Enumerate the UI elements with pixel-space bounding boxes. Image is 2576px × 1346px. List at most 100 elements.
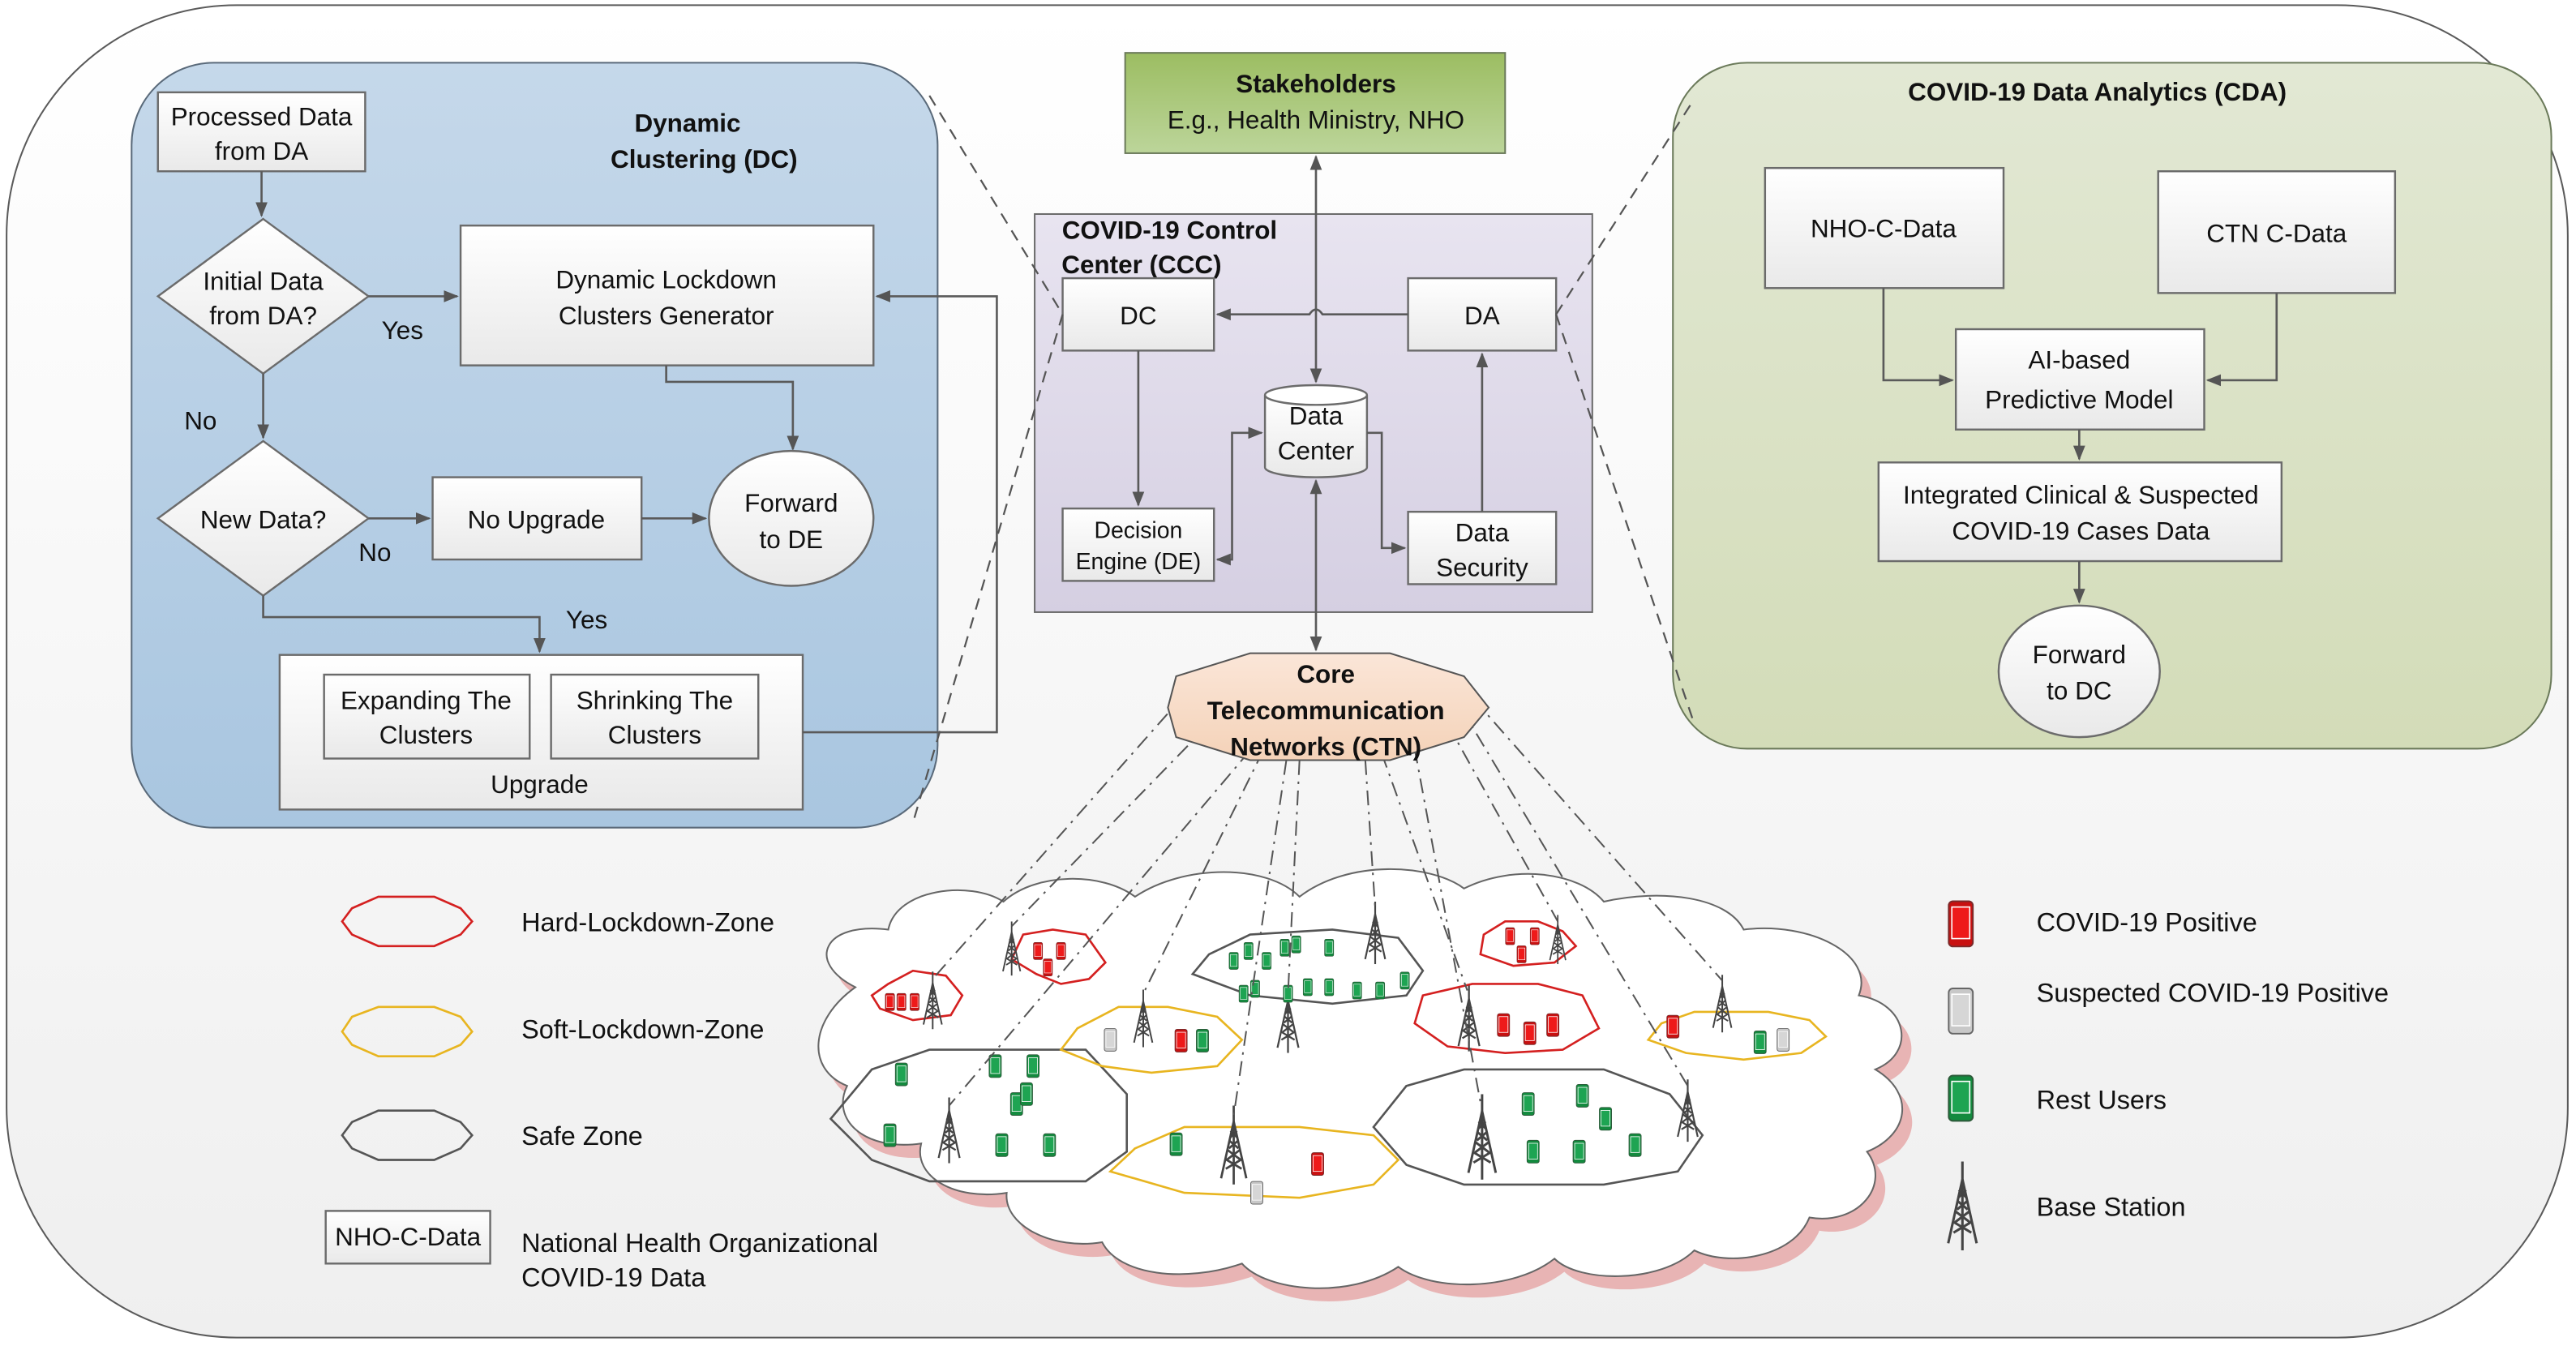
hard-zone-4 bbox=[1413, 983, 1601, 1054]
data-security-box: Data Security bbox=[1407, 510, 1558, 585]
covid-positive-phone bbox=[1516, 945, 1527, 963]
ctn-octagon: Core Telecommunication Networks (CTN) bbox=[1167, 652, 1490, 761]
svg-text:NHO-C-Data: NHO-C-Data bbox=[335, 1223, 481, 1251]
rest-user-phone bbox=[1302, 978, 1313, 997]
rest-user-phone bbox=[1291, 935, 1301, 954]
yes-label-2: Yes bbox=[566, 606, 607, 634]
svg-text:Center: Center bbox=[1278, 436, 1354, 465]
covid-positive-phone bbox=[1546, 1013, 1560, 1037]
rest-user-phone bbox=[1196, 1028, 1209, 1052]
svg-text:Processed Data: Processed Data bbox=[171, 102, 353, 131]
svg-text:AI-based: AI-based bbox=[2028, 346, 2130, 375]
covid-positive-phone bbox=[909, 992, 919, 1011]
svg-text:Core: Core bbox=[1297, 660, 1355, 688]
decision-engine-box: Decision Engine (DE) bbox=[1061, 507, 1215, 582]
svg-text:Networks (CTN): Networks (CTN) bbox=[1230, 732, 1421, 761]
no-label-1: No bbox=[184, 407, 216, 435]
svg-text:Upgrade: Upgrade bbox=[491, 770, 589, 799]
forward-to-de-terminal: Forward to DE bbox=[708, 449, 875, 587]
svg-text:Initial Data: Initial Data bbox=[203, 267, 324, 295]
new-data-decision: New Data? bbox=[156, 439, 371, 598]
legend-rest-users: Rest Users bbox=[1948, 1074, 2167, 1122]
svg-text:Hard-Lockdown-Zone: Hard-Lockdown-Zone bbox=[521, 908, 774, 937]
ccc-dc-box: DC bbox=[1061, 276, 1215, 352]
legend-suspected: Suspected COVID-19 Positive bbox=[1948, 979, 2389, 1035]
suspected-phone bbox=[1249, 1181, 1263, 1205]
svg-text:COVID-19 Control: COVID-19 Control bbox=[1062, 216, 1277, 244]
svg-text:Predictive Model: Predictive Model bbox=[1985, 385, 2173, 414]
rest-user-phone bbox=[1575, 1083, 1589, 1108]
rest-user-phone bbox=[995, 1133, 1009, 1157]
svg-text:Telecommunication: Telecommunication bbox=[1207, 697, 1445, 725]
svg-text:Data: Data bbox=[1289, 402, 1344, 431]
covid-positive-phone bbox=[1505, 927, 1515, 945]
covid-positive-phone bbox=[1311, 1152, 1324, 1177]
covid-positive-phone bbox=[1043, 958, 1053, 977]
covid-positive-phone bbox=[896, 992, 907, 1011]
hard-zone-2 bbox=[1009, 928, 1108, 985]
stakeholders-box: Stakeholders E.g., Health Ministry, NHO bbox=[1124, 52, 1507, 154]
rest-user-phone bbox=[1228, 952, 1239, 970]
soft-zone-2 bbox=[1108, 1125, 1400, 1199]
svg-text:New Data?: New Data? bbox=[200, 505, 327, 534]
safe-zone-2 bbox=[1190, 928, 1425, 1005]
svg-text:COVID-19 Cases Data: COVID-19 Cases Data bbox=[1952, 517, 2210, 546]
upgrade-container: Expanding The Clusters Shrinking The Clu… bbox=[278, 654, 804, 811]
svg-text:Clusters: Clusters bbox=[379, 721, 473, 749]
svg-text:COVID-19 Data Analytics (CDA): COVID-19 Data Analytics (CDA) bbox=[1908, 78, 2287, 106]
network-cloud bbox=[817, 868, 1913, 1301]
covid-positive-phone bbox=[1174, 1028, 1188, 1052]
covid-positive-phone bbox=[1529, 927, 1540, 945]
rest-user-phone bbox=[883, 1123, 897, 1147]
ctn-links bbox=[932, 690, 1723, 1116]
processed-data-box: Processed Data from DA bbox=[156, 91, 366, 173]
rest-user-phone-icon bbox=[1948, 1074, 1974, 1122]
dynamic-clustering-panel: Dynamic Clustering (DC) Processed Data f… bbox=[131, 62, 998, 829]
svg-text:NHO-C-Data: NHO-C-Data bbox=[1811, 214, 1957, 242]
svg-text:Dynamic Lockdown: Dynamic Lockdown bbox=[555, 265, 777, 294]
suspected-phone bbox=[1777, 1027, 1790, 1052]
suspected-phone bbox=[1104, 1027, 1117, 1052]
hard-zone-3 bbox=[1479, 920, 1578, 967]
svg-text:Engine (DE): Engine (DE) bbox=[1076, 549, 1202, 575]
svg-text:Base Station: Base Station bbox=[2037, 1192, 2186, 1221]
rest-user-phone bbox=[1599, 1107, 1613, 1131]
rest-user-phone bbox=[1375, 981, 1386, 1000]
rest-user-phone bbox=[1283, 984, 1293, 1003]
svg-text:Decision: Decision bbox=[1094, 518, 1182, 544]
svg-text:Center (CCC): Center (CCC) bbox=[1061, 251, 1221, 279]
dc-title-line2: Clustering (DC) bbox=[611, 145, 798, 174]
rest-user-phone bbox=[1238, 984, 1249, 1003]
zoom-connectors bbox=[911, 95, 1695, 823]
covid-positive-phone bbox=[1056, 941, 1066, 960]
legend-hard-lockdown: Hard-Lockdown-Zone bbox=[341, 895, 774, 948]
rest-user-phone bbox=[1043, 1133, 1057, 1157]
svg-text:COVID-19 Data: COVID-19 Data bbox=[521, 1263, 706, 1292]
control-center-panel: COVID-19 Control Center (CCC) DC DA Data… bbox=[1034, 212, 1593, 613]
legend-covid-positive: COVID-19 Positive bbox=[1948, 900, 2257, 948]
data-analytics-panel: COVID-19 Data Analytics (CDA) NHO-C-Data… bbox=[1672, 62, 2552, 750]
ai-predictive-model-box: AI-based Predictive Model bbox=[1954, 328, 2205, 431]
no-label-2: No bbox=[358, 538, 391, 567]
clusters-generator-box: Dynamic Lockdown Clusters Generator bbox=[459, 224, 875, 367]
hard-zone-1 bbox=[870, 969, 964, 1022]
rest-user-phone bbox=[1324, 938, 1335, 957]
legend-zones: Hard-Lockdown-Zone Soft-Lockdown-Zone Sa… bbox=[324, 895, 878, 1292]
rest-user-phone bbox=[1249, 979, 1260, 998]
svg-text:COVID-19 Positive: COVID-19 Positive bbox=[2037, 908, 2257, 937]
svg-text:E.g., Health Ministry, NHO: E.g., Health Ministry, NHO bbox=[1168, 105, 1464, 134]
rest-user-phone bbox=[894, 1062, 908, 1087]
svg-text:Security: Security bbox=[1436, 553, 1528, 581]
svg-text:No Upgrade: No Upgrade bbox=[468, 505, 606, 534]
nho-c-data-box: NHO-C-Data bbox=[1764, 166, 2005, 289]
svg-text:CTN C-Data: CTN C-Data bbox=[2206, 219, 2347, 247]
legend-base-station: Base Station bbox=[1946, 1161, 2186, 1251]
svg-text:DA: DA bbox=[1464, 302, 1500, 330]
forward-to-dc-terminal: Forward to DC bbox=[1997, 604, 2161, 739]
covid-positive-phone bbox=[885, 992, 895, 1011]
rest-user-phone bbox=[1628, 1133, 1642, 1157]
svg-text:to DE: to DE bbox=[760, 525, 824, 554]
covid-positive-phone-icon bbox=[1948, 900, 1974, 948]
soft-zone-3 bbox=[1646, 1010, 1828, 1061]
